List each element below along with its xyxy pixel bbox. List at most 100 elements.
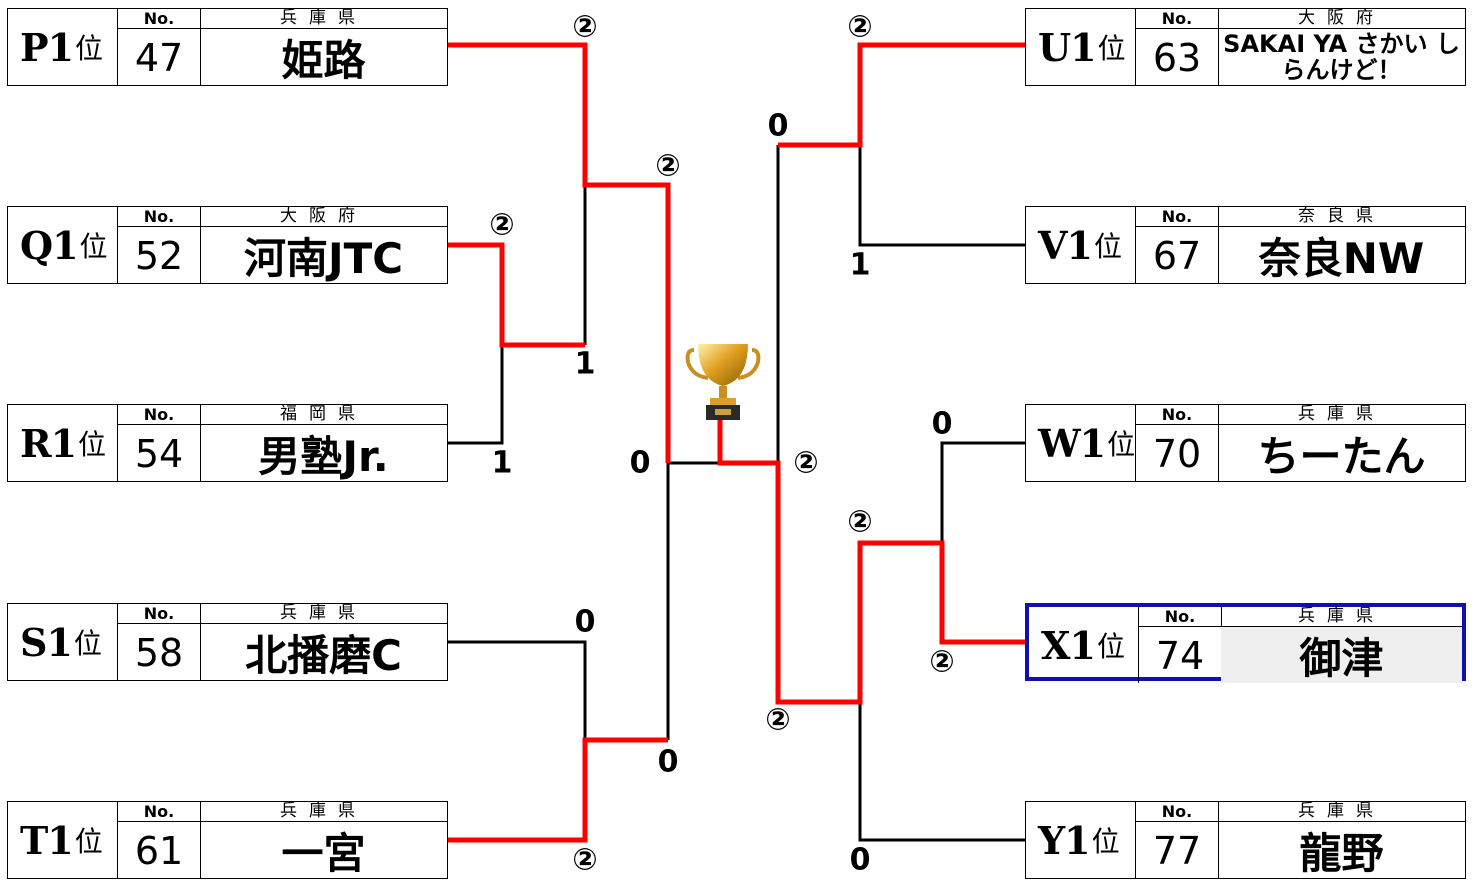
score-left-final: 0 [629,445,651,481]
team-name: 御津 [1221,627,1462,683]
no-header: No. [118,405,201,425]
score-x1-r1: ② [929,644,955,680]
team-number: 67 [1136,227,1219,283]
score-s1-r1: 0 [574,604,596,640]
line-t1-win [447,737,668,843]
team-number: 74 [1139,627,1222,683]
rank-suffix: 位 [79,230,108,263]
no-header: No. [118,604,201,624]
score-qr-r2: 1 [574,346,596,382]
line-p1-win [447,42,671,463]
team-name: 男塾Jr. [258,431,389,481]
score-u1-r1: ② [847,9,873,45]
team-name: 奈良NW [1258,233,1425,283]
rank-code: Y1 [1038,817,1091,863]
score-y1-r1: 0 [849,842,871,878]
score-st-r2: 0 [657,744,679,780]
score-uv-r2: 0 [767,108,789,144]
team-name: 北播磨C [245,630,402,680]
prefecture: 大阪府 [200,207,447,227]
team-number: 77 [1136,822,1219,878]
rank-suffix: 位 [1097,32,1126,65]
line-s1 [447,640,587,740]
line-q1-win [447,242,585,348]
no-header: No. [118,802,201,822]
no-header: No. [1136,207,1219,227]
rank-suffix: 位 [1107,428,1136,461]
score-p1-r1: ② [572,9,598,45]
trophy-icon [684,340,762,422]
prefecture: 兵庫県 [200,9,447,29]
score-w1-r1: 0 [931,406,953,442]
prefecture: 兵庫県 [1218,802,1465,822]
rank-code: X1 [1041,622,1096,668]
no-header: No. [1136,802,1219,822]
line-y1 [858,702,1025,842]
team-name: 河南JTC [243,233,404,283]
prefecture: 大阪府 [1218,9,1465,29]
team-name: SAKAI YA さかい しらんけど！ [1223,30,1460,84]
team-name: ちーたん [1257,431,1426,481]
line-u1-win [778,42,1025,148]
rank-code: W1 [1038,420,1106,466]
prefecture: 福岡県 [200,405,447,425]
team-number: 52 [118,227,201,283]
team-number: 58 [118,624,201,680]
rank-suffix: 位 [73,627,102,660]
no-header: No. [1136,9,1219,29]
team-name: 一宮 [281,828,366,878]
score-right-semi-bottom: ② [765,702,791,738]
line-r1 [447,345,504,445]
line-v1 [858,145,1025,247]
team-name: 姫路 [281,35,366,85]
rank-suffix: 位 [75,32,104,65]
score-right-final: ② [793,445,819,481]
prefecture: 兵庫県 [1218,405,1465,425]
rank-suffix: 位 [1096,630,1125,663]
no-header: No. [118,207,201,227]
team-number: 54 [118,425,201,481]
team-number: 70 [1136,425,1219,481]
score-r1-r1: 1 [491,445,513,481]
score-v1-r1: 1 [849,247,871,283]
no-header: No. [118,9,201,29]
rank-suffix: 位 [78,428,107,461]
team-number: 47 [118,29,201,85]
rank-suffix: 位 [1091,825,1120,858]
rank-code: P1 [20,24,74,70]
rank-code: V1 [1038,222,1093,268]
team-number: 63 [1136,29,1219,85]
rank-code: Q1 [20,222,79,268]
prefecture: 兵庫県 [200,604,447,624]
score-wx-r2: ② [847,504,873,540]
line-x1-win [717,420,1025,705]
prefecture: 兵庫県 [200,802,447,822]
team-name: 龍野 [1299,828,1384,878]
no-header: No. [1136,405,1219,425]
rank-code: U1 [1038,24,1097,70]
prefecture: 奈良県 [1218,207,1465,227]
rank-code: T1 [20,817,74,863]
team-number: 61 [118,822,201,878]
